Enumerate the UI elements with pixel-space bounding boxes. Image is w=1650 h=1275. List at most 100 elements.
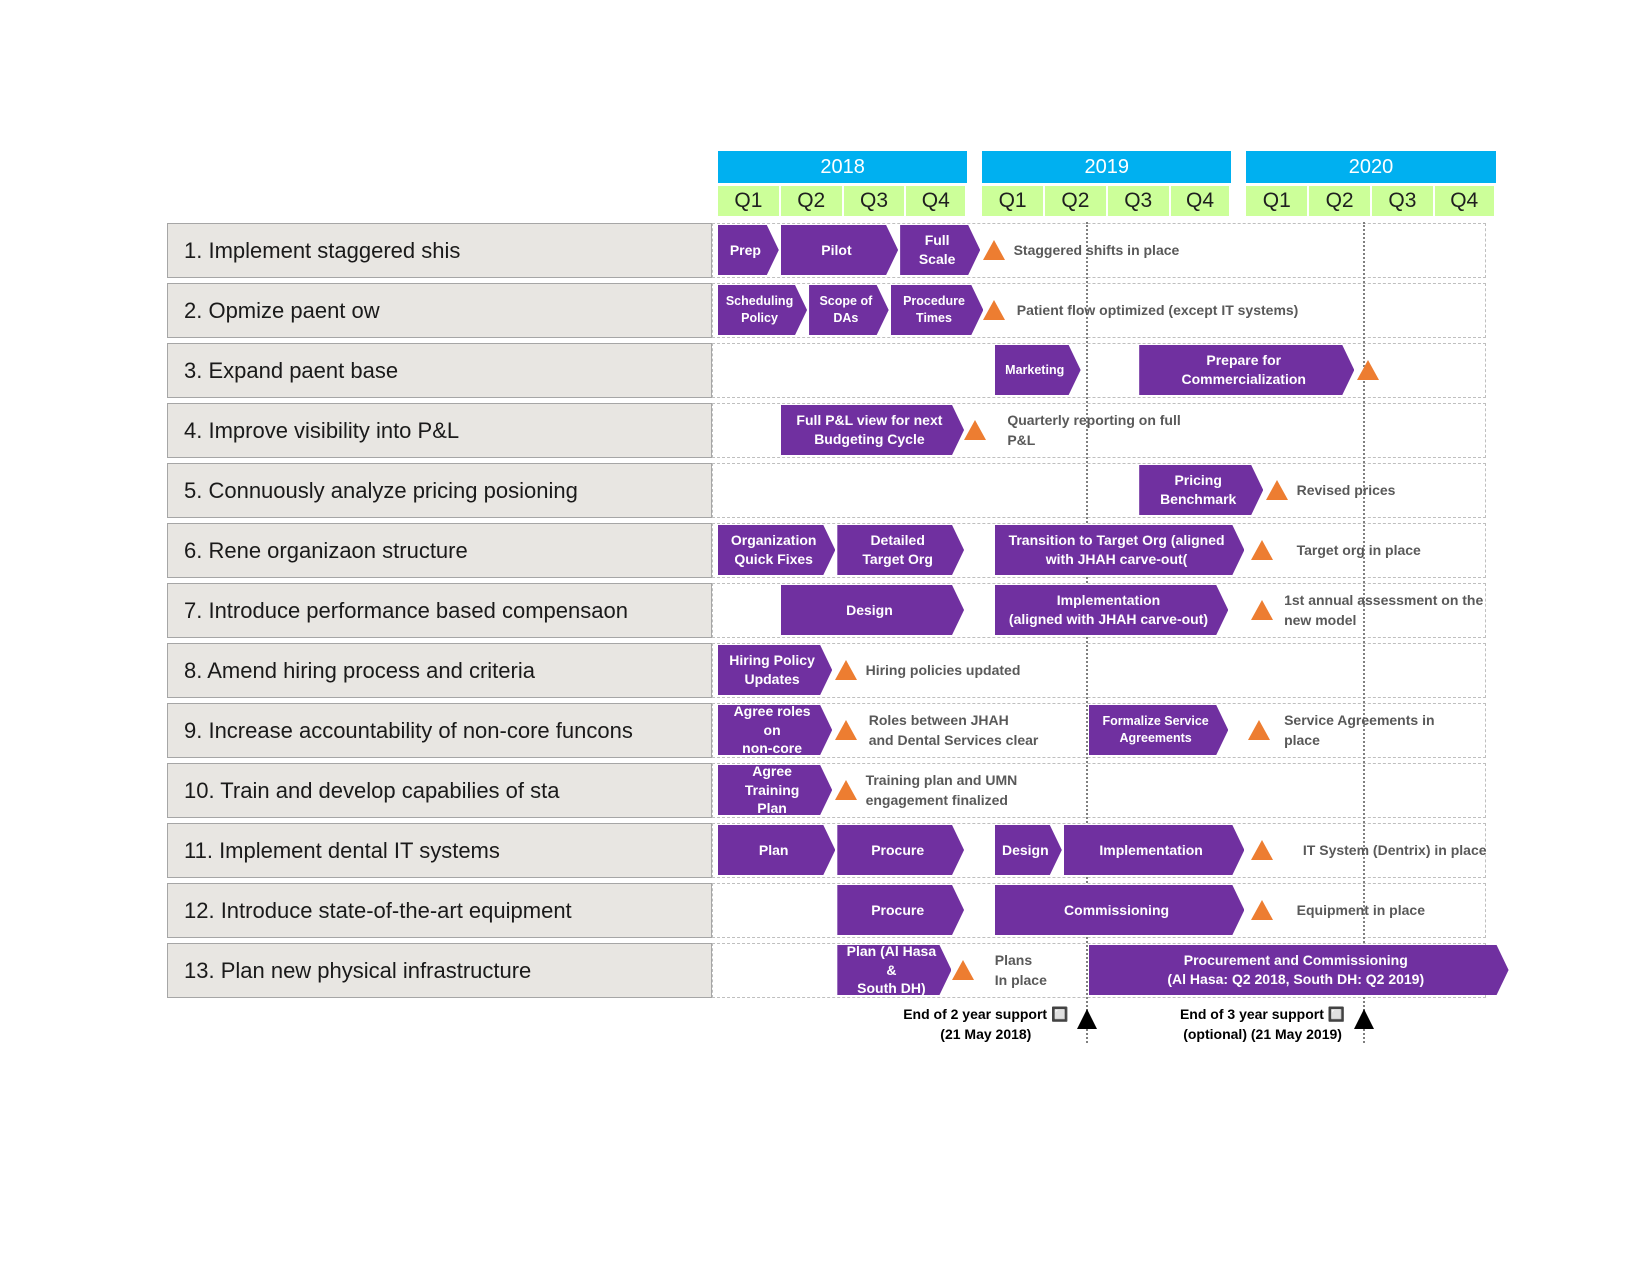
activity-bar[interactable]: Hiring Policy Updates xyxy=(718,645,832,695)
row-label-9: 9. Increase accountability of non-core f… xyxy=(167,703,712,758)
milestone-note: Equipment in place xyxy=(1296,902,1425,918)
activity-bar[interactable]: Implementation xyxy=(1064,825,1245,875)
milestone-note: Service Agreements in place xyxy=(1284,712,1435,749)
milestone-note: Quarterly reporting on full P&L xyxy=(1007,412,1181,449)
milestone-note: IT System (Dentrix) in place xyxy=(1302,842,1487,858)
milestone-note: Training plan and UMN engagement finaliz… xyxy=(865,772,1018,809)
milestone-note: Revised prices xyxy=(1296,482,1396,498)
row-track-3 xyxy=(712,343,1486,398)
activity-bar[interactable]: Procurement and Commissioning (Al Hasa: … xyxy=(1089,945,1509,995)
milestone-triangle-icon xyxy=(983,240,1006,260)
milestone-triangle-icon xyxy=(1247,720,1270,740)
quarter-header-2020-Q4: Q4 xyxy=(1434,186,1496,216)
quarter-header-2020-Q2: Q2 xyxy=(1309,186,1372,216)
row-track-11 xyxy=(712,823,1486,878)
row-label-3: 3. Expand paent base xyxy=(167,343,712,398)
row-track-7 xyxy=(712,583,1486,638)
milestone-triangle-icon xyxy=(1266,480,1289,500)
row-label-4: 4. Improve visibility into P&L xyxy=(167,403,712,458)
activity-bar[interactable]: Commissioning xyxy=(995,885,1245,935)
milestone-note: Staggered shifts in place xyxy=(1013,242,1180,258)
activity-bar[interactable]: Implementation (aligned with JHAH carve-… xyxy=(995,585,1229,635)
milestone-triangle-icon xyxy=(983,300,1006,320)
quarter-header-2020-Q3: Q3 xyxy=(1372,186,1435,216)
activity-bar[interactable]: Detailed Target Org xyxy=(837,525,964,575)
row-track-6 xyxy=(712,523,1486,578)
milestone-triangle-icon xyxy=(1250,840,1273,860)
activity-bar[interactable]: Pricing Benchmark xyxy=(1139,465,1263,515)
activity-bar[interactable]: Agree roles on non-core xyxy=(718,705,832,755)
quarter-header-2018-Q3: Q3 xyxy=(843,186,907,216)
activity-bar[interactable]: Full P&L view for next Budgeting Cycle xyxy=(781,405,964,455)
quarter-header-2018-Q4: Q4 xyxy=(906,186,968,216)
row-label-2: 2. Opmize paent ow xyxy=(167,283,712,338)
row-label-6: 6. Rene organizaon structure xyxy=(167,523,712,578)
row-label-7: 7. Introduce performance based compensao… xyxy=(167,583,712,638)
milestone-note: Hiring policies updated xyxy=(865,662,1021,678)
row-label-8: 8. Amend hiring process and criteria xyxy=(167,643,712,698)
quarter-header-2019-Q3: Q3 xyxy=(1107,186,1171,216)
milestone-note: 1st annual assessment on the new model xyxy=(1284,592,1484,629)
activity-bar[interactable]: Scheduling Policy xyxy=(718,285,807,335)
row-track-1 xyxy=(712,223,1486,278)
milestone-triangle-icon xyxy=(835,780,858,800)
activity-bar[interactable]: Prep xyxy=(718,225,779,275)
row-track-5 xyxy=(712,463,1486,518)
milestone-note: Patient flow optimized (except IT system… xyxy=(1016,302,1299,318)
activity-bar[interactable]: Procure xyxy=(837,885,964,935)
activity-bar[interactable]: Plan xyxy=(718,825,835,875)
quarter-header-2018-Q2: Q2 xyxy=(780,186,844,216)
milestone-triangle-icon xyxy=(1250,540,1273,560)
activity-bar[interactable]: Formalize Service Agreements xyxy=(1089,705,1228,755)
milestone-triangle-icon xyxy=(964,420,987,440)
row-track-2 xyxy=(712,283,1486,338)
quarter-header-2018-Q1: Q1 xyxy=(718,186,781,216)
support-end-triangle-icon xyxy=(1076,1009,1097,1029)
milestone-triangle-icon xyxy=(1250,900,1273,920)
row-label-1: 1. Implement staggered shis xyxy=(167,223,712,278)
support-reference-line xyxy=(1362,222,1365,1043)
quarter-header-2019-Q4: Q4 xyxy=(1170,186,1232,216)
row-label-10: 10. Train and develop capabilies of sta xyxy=(167,763,712,818)
activity-bar[interactable]: Design xyxy=(781,585,964,635)
activity-bar[interactable]: Full Scale xyxy=(900,225,980,275)
activity-bar[interactable]: Organization Quick Fixes xyxy=(718,525,835,575)
row-label-5: 5. Connuously analyze pricing posioning xyxy=(167,463,712,518)
quarter-header-2020-Q1: Q1 xyxy=(1246,186,1310,216)
activity-bar[interactable]: Agree Training Plan xyxy=(718,765,832,815)
activity-bar[interactable]: Prepare for Commercialization xyxy=(1139,345,1354,395)
milestone-triangle-icon xyxy=(835,720,858,740)
milestone-triangle-icon xyxy=(1250,600,1273,620)
milestone-note: Target org in place xyxy=(1296,542,1421,558)
row-track-9 xyxy=(712,703,1486,758)
year-header-2020: 2020 xyxy=(1246,151,1496,183)
activity-bar[interactable]: Transition to Target Org (aligned with J… xyxy=(995,525,1245,575)
activity-bar[interactable]: Procedure Times xyxy=(891,285,984,335)
row-track-4 xyxy=(712,403,1486,458)
support-end-label: End of 3 year support 🔲 (optional) (21 M… xyxy=(1179,1006,1346,1042)
activity-bar[interactable]: Pilot xyxy=(781,225,898,275)
quarter-header-2019-Q2: Q2 xyxy=(1045,186,1108,216)
quarter-header-2019-Q1: Q1 xyxy=(982,186,1045,216)
support-end-label: End of 2 year support 🔲 (21 May 2018) xyxy=(903,1006,1069,1042)
milestone-triangle-icon xyxy=(1357,360,1380,380)
activity-bar[interactable]: Procure xyxy=(837,825,964,875)
milestone-note: Plans In place xyxy=(994,952,1047,989)
activity-bar[interactable]: Design xyxy=(995,825,1062,875)
row-label-13: 13. Plan new physical infrastructure xyxy=(167,943,712,998)
activity-bar[interactable]: Scope of DAs xyxy=(809,285,889,335)
row-track-12 xyxy=(712,883,1486,938)
activity-bar[interactable]: Marketing xyxy=(995,345,1081,395)
milestone-triangle-icon xyxy=(835,660,858,680)
support-end-triangle-icon xyxy=(1353,1009,1374,1029)
row-label-11: 11. Implement dental IT systems xyxy=(167,823,712,878)
milestone-note: Roles between JHAH and Dental Services c… xyxy=(868,712,1039,749)
row-label-12: 12. Introduce state-of-the-art equipment xyxy=(167,883,712,938)
row-track-8 xyxy=(712,643,1486,698)
year-header-2019: 2019 xyxy=(982,151,1232,183)
milestone-triangle-icon xyxy=(951,960,974,980)
row-track-10 xyxy=(712,763,1486,818)
year-header-2018: 2018 xyxy=(718,151,968,183)
activity-bar[interactable]: Plan (Al Hasa & South DH) xyxy=(837,945,951,995)
